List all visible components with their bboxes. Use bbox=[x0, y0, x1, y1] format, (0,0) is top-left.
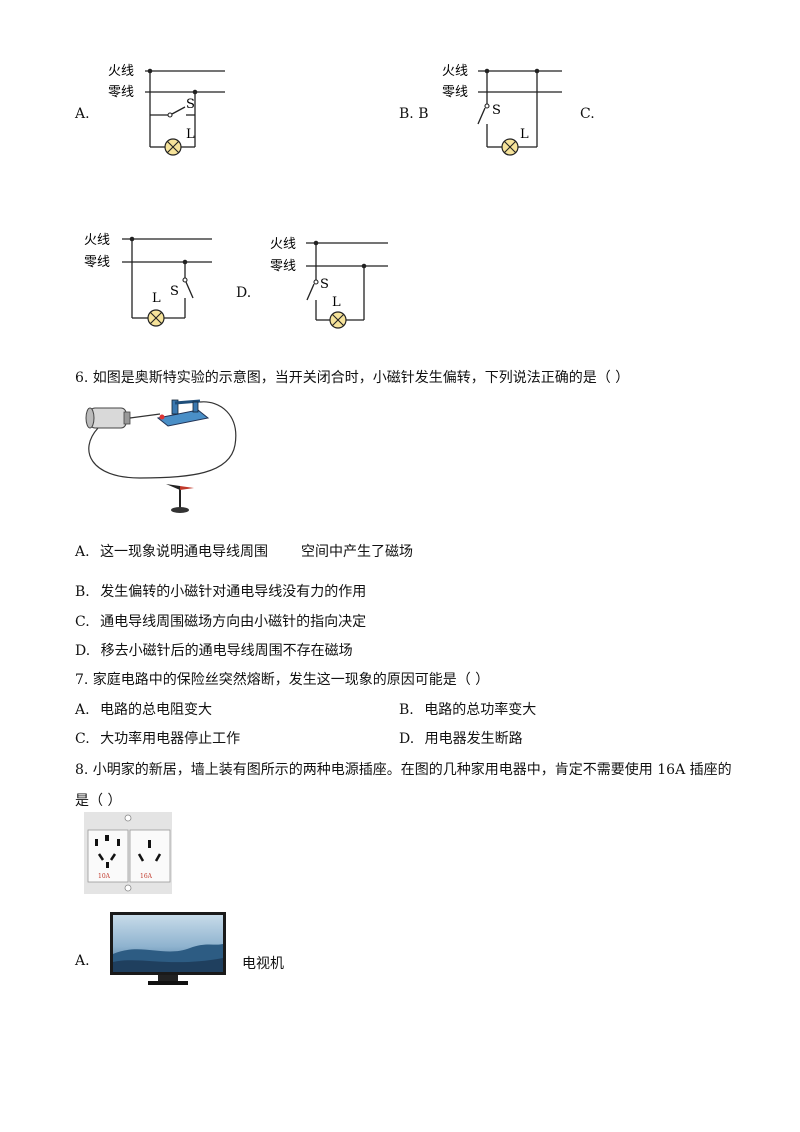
q5-circuit-b: 火线 零线 S L bbox=[442, 64, 562, 156]
q8-stem-line2: 是（ ） bbox=[75, 793, 122, 809]
q7-option-d-letter: D. bbox=[399, 731, 415, 747]
q6-stem: 6. 如图是奥斯特实验的示意图，当开关闭合时，小磁针发生偏转，下列说法正确的是（… bbox=[75, 370, 630, 386]
battery-icon bbox=[85, 407, 131, 429]
live-wire-label: 火线 bbox=[270, 237, 296, 252]
q6-option-d-text: 移去小磁针后的通电导线周围不存在磁场 bbox=[100, 643, 353, 659]
lamp-label: L bbox=[186, 127, 195, 142]
socket-16a-label: 16A bbox=[140, 873, 153, 880]
socket-10a-label: 10A bbox=[98, 873, 111, 880]
neutral-wire-label: 零线 bbox=[270, 259, 296, 274]
switch-label: S bbox=[170, 284, 179, 299]
q6-option-c: C. 通电导线周围磁场方向由小磁针的指向决定 bbox=[75, 611, 366, 631]
q5-circuit-d: 火线 零线 S L bbox=[270, 237, 388, 329]
switch-label: S bbox=[320, 277, 329, 292]
knife-switch-icon bbox=[156, 399, 210, 427]
q7-option-d-text: 用电器发生断路 bbox=[424, 731, 523, 747]
q7-option-d: D. 用电器发生断路 bbox=[399, 728, 523, 748]
q7-option-a-letter: A. bbox=[75, 702, 90, 718]
switch-label: S bbox=[186, 97, 195, 112]
neutral-wire-label: 零线 bbox=[108, 85, 134, 100]
q7-option-a: A. 电路的总电阻变大 bbox=[75, 699, 212, 719]
q5-circuit-c: 火线 零线 S L bbox=[84, 233, 212, 327]
switch-label: S bbox=[492, 103, 501, 118]
q6-option-c-text: 通电导线周围磁场方向由小磁针的指向决定 bbox=[100, 614, 367, 630]
lamp-label: L bbox=[152, 291, 161, 306]
live-wire-label: 火线 bbox=[108, 64, 134, 79]
q8-stem-line1: 8. 小明家的新居，墙上装有图所示的两种电源插座。在图的几种家用电器中，肯定不需… bbox=[75, 762, 732, 778]
q5-circuit-a: 火线 零线 S L bbox=[108, 64, 225, 156]
q6-option-a-letter: A. bbox=[75, 544, 90, 560]
television-icon bbox=[110, 912, 226, 985]
lamp-label: L bbox=[520, 127, 529, 142]
q7-option-c-letter: C. bbox=[75, 731, 90, 747]
q7-stem: 7. 家庭电路中的保险丝突然熔断，发生这一现象的原因可能是（ ） bbox=[75, 672, 490, 688]
q5-option-d-letter: D. bbox=[236, 285, 252, 301]
q6-option-b-letter: B. bbox=[75, 584, 90, 600]
live-wire-label: 火线 bbox=[442, 64, 468, 79]
q7-option-c-text: 大功率用电器停止工作 bbox=[100, 731, 241, 747]
q6-option-a: A. 这一现象说明通电导线周围 bbox=[75, 541, 268, 561]
neutral-wire-label: 零线 bbox=[442, 85, 468, 100]
q8-option-a-letter: A. bbox=[75, 953, 90, 969]
lamp-label: L bbox=[332, 295, 341, 310]
power-sockets-figure: 10A 16A bbox=[84, 812, 172, 894]
oersted-experiment-figure bbox=[85, 399, 237, 513]
q5-option-a-letter: A. bbox=[75, 106, 90, 122]
q6-option-c-letter: C. bbox=[75, 614, 90, 630]
q6-option-d: D. 移去小磁针后的通电导线周围不存在磁场 bbox=[75, 640, 353, 660]
q7-option-b: B. 电路的总功率变大 bbox=[399, 699, 536, 719]
q5-option-c-letter: C. bbox=[580, 106, 595, 122]
live-wire-label: 火线 bbox=[84, 233, 110, 248]
q7-option-a-text: 电路的总电阻变大 bbox=[100, 702, 213, 718]
q5-option-b-letter: B. B bbox=[399, 106, 429, 122]
q6-option-b-text: 发生偏转的小磁针对通电导线没有力的作用 bbox=[100, 584, 367, 600]
q7-option-c: C. 大功率用电器停止工作 bbox=[75, 728, 240, 748]
q7-option-b-text: 电路的总功率变大 bbox=[424, 702, 537, 718]
q6-option-d-letter: D. bbox=[75, 643, 91, 659]
q8-option-a-text: 电视机 bbox=[242, 956, 284, 972]
q7-option-b-letter: B. bbox=[399, 702, 414, 718]
compass-needle-icon bbox=[166, 484, 194, 513]
q6-option-a-text-continued: 空间中产生了磁场 bbox=[301, 544, 413, 560]
q6-option-b: B. 发生偏转的小磁针对通电导线没有力的作用 bbox=[75, 581, 366, 601]
socket-16a bbox=[129, 829, 171, 883]
neutral-wire-label: 零线 bbox=[84, 255, 110, 270]
q6-option-a-text: 这一现象说明通电导线周围 bbox=[100, 544, 269, 560]
